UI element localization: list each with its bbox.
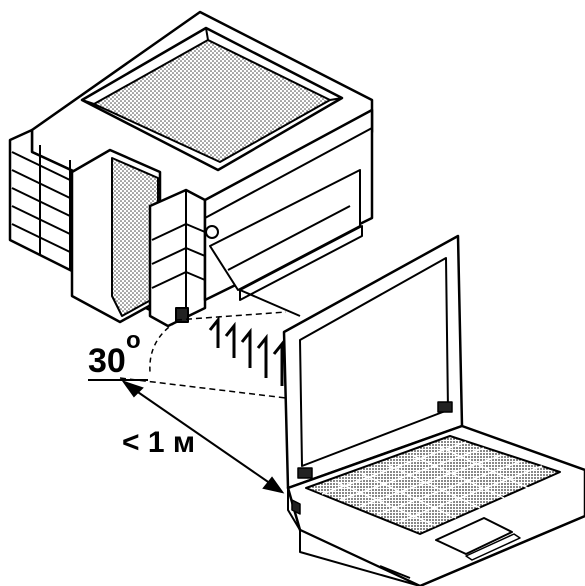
beam-dashed-top: [175, 311, 287, 321]
angle-degree-symbol: o: [126, 327, 141, 354]
distance-arrow: [121, 380, 285, 494]
ir-signal-waves: [208, 315, 284, 386]
laptop: [282, 234, 585, 586]
printer: [8, 10, 374, 328]
ir-beam: [119, 289, 301, 399]
printer-front-column: [148, 188, 207, 328]
beam-angle-arc: [149, 321, 177, 373]
distance-label: < 1 м: [122, 426, 195, 459]
laptop-keyboard: [305, 435, 561, 535]
laptop-base-front: [299, 529, 421, 586]
laptop-touchpad: [435, 517, 513, 555]
angle-label: 30: [88, 342, 126, 380]
printer-ir-port: [175, 307, 189, 323]
beam-dashed-bottom: [119, 377, 287, 399]
